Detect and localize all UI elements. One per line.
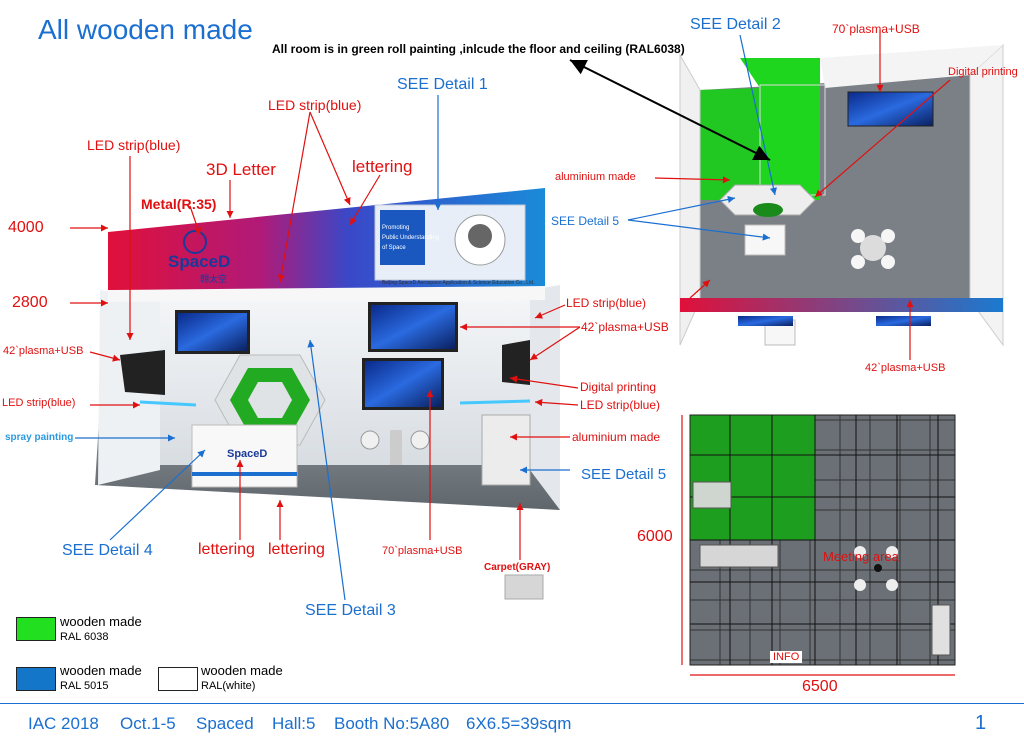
panel-line-1: Promoting xyxy=(382,225,410,231)
callout-led-strip-right2: LED strip(blue) xyxy=(580,398,661,412)
dimension-6000: 6000 xyxy=(637,528,673,545)
callout-led-strip-right1: LED strip(blue) xyxy=(566,296,647,310)
legend-swatch-white xyxy=(158,667,198,691)
footer-size: 6X6.5=39sqm xyxy=(466,714,572,733)
callout-digital-printing-right: Digital printing xyxy=(580,380,657,394)
booth-perspective xyxy=(95,188,560,600)
callout-see-detail-3: SEE Detail 3 xyxy=(305,602,396,619)
legend-green-name: wooden made xyxy=(60,614,142,629)
callout-led-strip-left: LED strip(blue) xyxy=(87,137,181,153)
legend-swatch-blue xyxy=(16,667,56,691)
callout-see-detail-2: SEE Detail 2 xyxy=(690,16,781,33)
callout-plasma70-bottom: 70`plasma+USB xyxy=(382,545,463,557)
callout-see-detail-1: SEE Detail 1 xyxy=(397,76,488,93)
room-note: All room is in green roll painting ,inlc… xyxy=(272,42,685,56)
legend-swatch-green xyxy=(16,617,56,641)
callout-3d-letter: 3D Letter xyxy=(206,160,276,179)
callout-plasma42-right: 42`plasma+USB xyxy=(581,320,669,334)
callout-lines-blue xyxy=(75,34,777,601)
fascia-logo-sub: 翱太空 xyxy=(200,274,228,284)
callout-lettering-bottom-2: lettering xyxy=(268,541,325,558)
callout-lettering-bottom-1: lettering xyxy=(198,541,255,558)
legend-blue-name: wooden made xyxy=(60,663,142,678)
callout-carpet: Carpet(GRAY) xyxy=(484,562,551,573)
callout-led-strip-mid-left: LED strip(blue) xyxy=(2,397,76,409)
booth-topview xyxy=(679,43,1004,347)
callout-aluminium-right: aluminium made xyxy=(572,430,661,444)
counter-logo-text: SpaceD xyxy=(227,448,268,460)
callout-digital-printing-top: Digital printing xyxy=(948,66,1018,78)
callout-see-detail-5a: SEE Detail 5 xyxy=(581,466,667,483)
dimension-6500: 6500 xyxy=(802,678,838,695)
callout-lettering-top: lettering xyxy=(352,157,413,176)
floor-plan xyxy=(681,414,956,676)
footer-hall: Hall:5 xyxy=(272,714,316,733)
panel-line-2: Public Understanding xyxy=(382,235,440,241)
legend-green-code: RAL 6038 xyxy=(60,631,109,643)
footer-dates: Oct.1-5 xyxy=(120,714,176,733)
callout-led-strip-top: LED strip(blue) xyxy=(268,97,362,113)
dimension-4000: 4000 xyxy=(8,219,44,236)
callout-plasma70-top: 70`plasma+USB xyxy=(832,22,920,36)
legend-white-name: wooden made xyxy=(201,663,283,678)
panel-company: Beijing SpaceD Aerospace Application & S… xyxy=(382,280,535,286)
callout-spray-painting: spray painting xyxy=(5,432,74,443)
callout-plasma42-topview: 42`plasma+USB xyxy=(865,362,946,374)
callout-plasma42-left: 42`plasma+USB xyxy=(3,345,84,357)
callout-lines-red xyxy=(70,30,951,560)
legend-white-code: RAL(white) xyxy=(201,680,256,692)
footer-event: IAC 2018 xyxy=(28,714,99,733)
footer-company: Spaced xyxy=(196,714,254,733)
callout-aluminium-top: aluminium made xyxy=(555,171,636,183)
footer-bar: IAC 2018 Oct.1-5 Spaced Hall:5 Booth No:… xyxy=(0,703,1024,743)
fascia-logo-text: SpaceD xyxy=(168,252,231,271)
dimension-2800: 2800 xyxy=(12,294,48,311)
info-label: INFO xyxy=(770,651,803,663)
callout-see-detail-5-top: SEE Detail 5 xyxy=(551,214,620,228)
panel-line-3: of Space xyxy=(382,245,406,251)
page-title: All wooden made xyxy=(38,14,253,45)
footer-booth: Booth No:5A80 xyxy=(334,714,450,733)
callout-see-detail-4: SEE Detail 4 xyxy=(62,542,153,559)
footer-page-number: 1 xyxy=(975,712,987,734)
meeting-area-label: Meeting area xyxy=(823,549,899,564)
legend-blue-code: RAL 5015 xyxy=(60,680,109,692)
callout-metal: Metal(R:35) xyxy=(141,196,217,212)
